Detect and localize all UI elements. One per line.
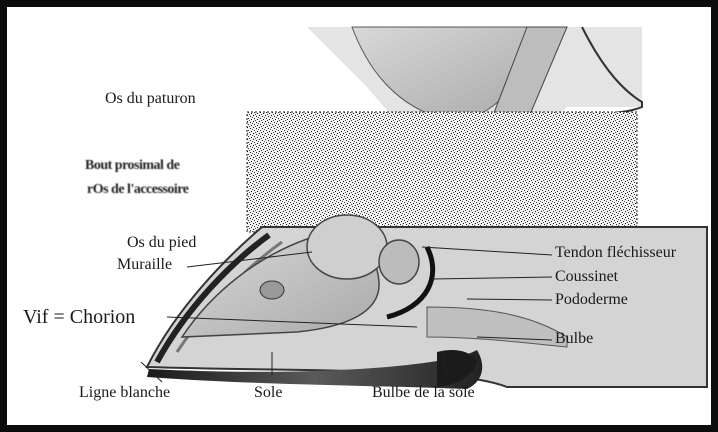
navicular-joint	[307, 215, 387, 279]
label-os-paturon: Os du paturon	[105, 91, 196, 107]
label-coussinet: Coussinet	[555, 269, 618, 285]
label-blurry-line1: Bout prosimal de	[85, 159, 179, 173]
label-muraille: Muraille	[117, 257, 172, 273]
label-vif-chorion: Vif = Chorion	[23, 307, 135, 327]
hoof-cross-section-illustration	[7, 7, 711, 425]
coffin-bone-canal	[260, 281, 284, 299]
navicular-bone	[379, 240, 419, 284]
label-bulbe-sole: Bulbe de la sole	[372, 385, 475, 401]
noisy-region	[247, 112, 637, 232]
label-tendon: Tendon fléchisseur	[555, 245, 676, 261]
label-sole: Sole	[254, 385, 282, 401]
label-blurry-line2: rOs de l'accessoire	[87, 183, 188, 197]
label-os-pied: Os du pied	[127, 235, 196, 251]
label-bulbe: Bulbe	[555, 331, 593, 347]
label-pododerme: Pododerme	[555, 292, 628, 308]
label-ligne-blanche: Ligne blanche	[79, 385, 170, 401]
